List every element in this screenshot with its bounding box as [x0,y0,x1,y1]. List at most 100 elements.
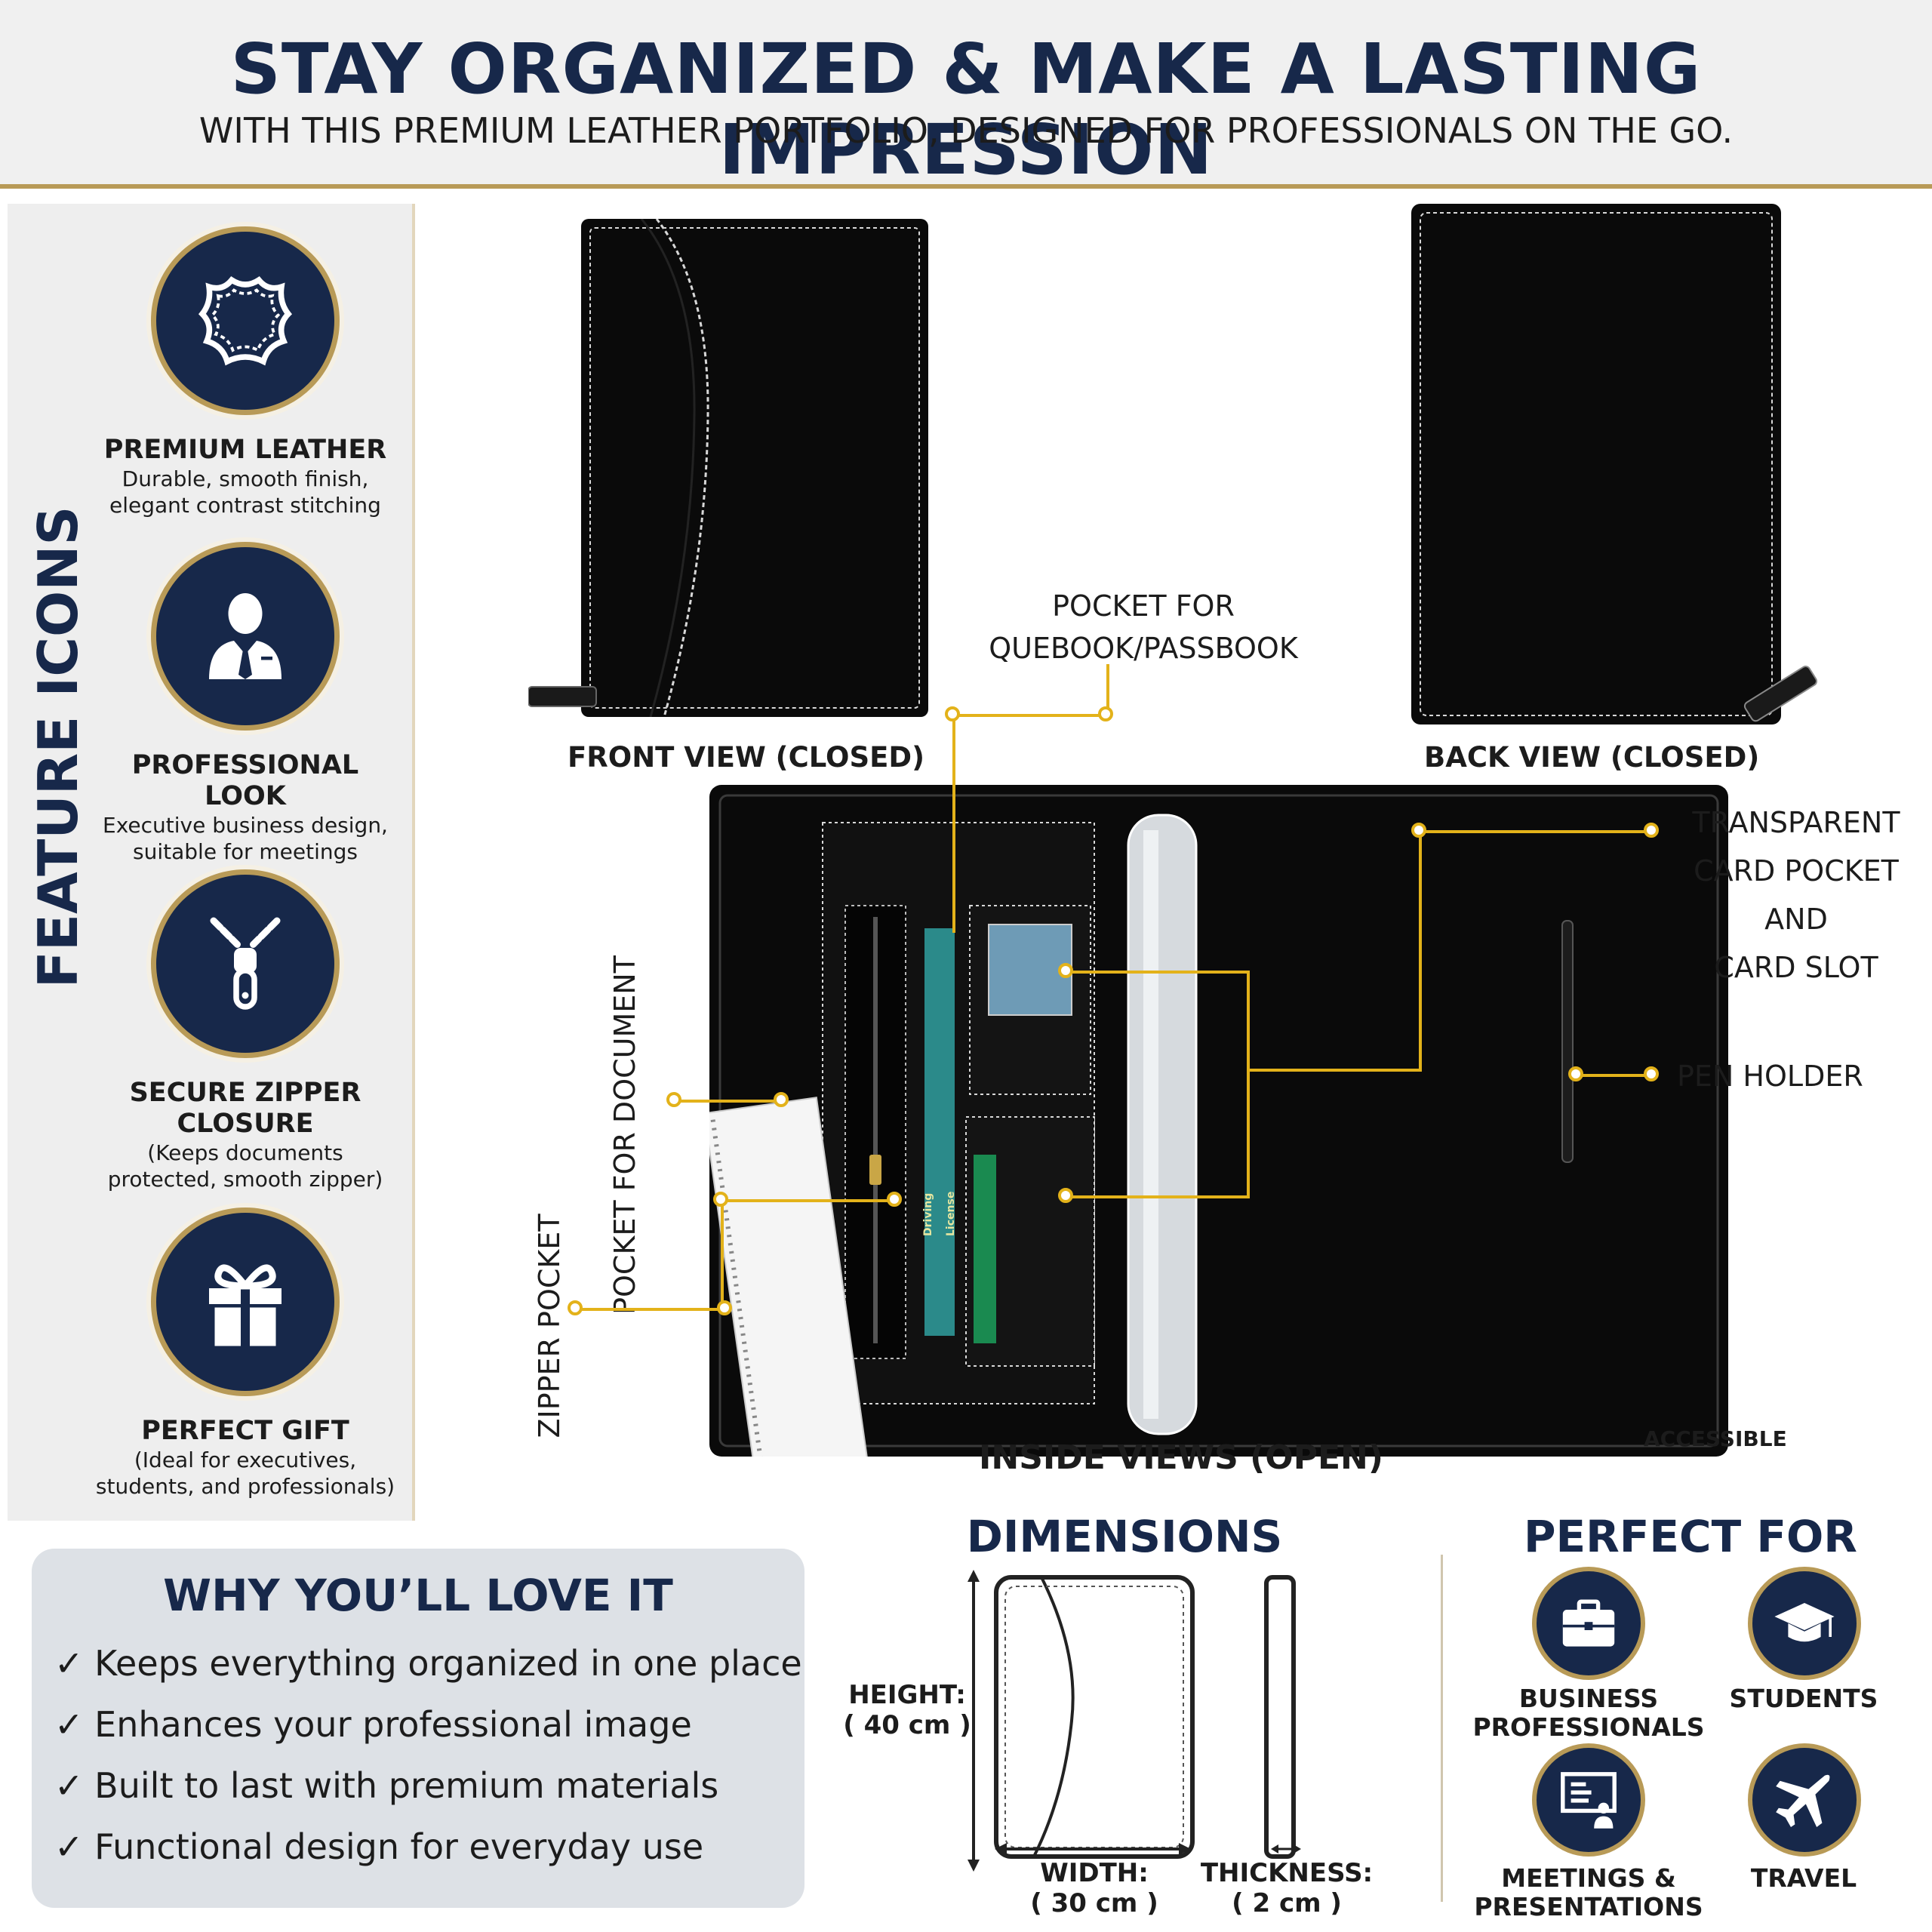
callout-text: QUEBOOK/PASSBOOK [989,632,1298,665]
width-arrow [995,1841,1191,1857]
callout-line [1419,830,1422,1070]
callout-dot [1098,706,1113,721]
callout-dot [713,1192,728,1207]
why-box [32,1549,804,1908]
callout-quebook: POCKET FOR QUEBOOK/PASSBOOK [985,585,1302,669]
callout-line [721,1199,894,1202]
dim-text: THICKNESS: [1200,1858,1374,1888]
feature-title: PREMIUM LEATHER [103,435,387,465]
callout-dot [1644,823,1659,838]
width-label: WIDTH: ( 30 cm ) [1011,1858,1177,1918]
inside-view-label: INSIDE VIEWS (OPEN) [979,1438,1383,1477]
callout-line [721,1199,724,1309]
callout-dot [1644,1066,1659,1081]
front-view-portfolio [528,218,936,718]
feature-desc-line: Durable, smooth finish, [122,466,369,491]
callout-line [674,1100,781,1103]
zipper-icon [151,869,340,1058]
callout-dot [887,1192,902,1207]
perfect-for-business: BUSINESS PROFESSIONALS [1472,1684,1706,1742]
feature-desc-line: students, and professionals) [95,1474,395,1499]
presentation-board-icon [1532,1743,1645,1857]
callout-line [1576,1074,1651,1077]
feature-desc-line: suitable for meetings [133,839,358,864]
inside-view-portfolio [703,785,1728,1488]
pf-text: PRESENTATIONS [1474,1892,1703,1921]
thickness-arrow [1271,1841,1301,1857]
feature-professional-look: PROFESSIONAL LOOK Executive business des… [91,542,400,865]
why-item: ✓ Keeps everything organized in one plac… [54,1643,802,1684]
callout-line [575,1308,723,1311]
perfect-for-travel: TRAVEL [1750,1863,1857,1893]
pf-text: MEETINGS & [1501,1863,1676,1893]
dim-text: WIDTH: [1040,1858,1149,1888]
businessman-icon [151,542,340,731]
callout-dot [666,1092,681,1107]
callout-line [1066,971,1250,974]
callout-text: AND [1764,903,1828,936]
callout-dot [1411,823,1426,838]
feature-title-line: LOOK [205,781,286,811]
page-subtitle: WITH THIS PREMIUM LEATHER PORTFOLIO, DES… [198,110,1734,151]
feature-title: PERFECT GIFT [141,1416,349,1446]
why-item: ✓ Functional design for everyday use [54,1826,703,1867]
back-view-portfolio [1411,204,1834,732]
front-view-label: FRONT VIEW (CLOSED) [568,741,924,774]
callout-zipper-pocket: ZIPPER POCKET [533,1214,566,1438]
accessible-label: ACCESSIBLE [1644,1426,1787,1451]
feature-title: SECURE ZIPPER CLOSURE [91,1078,400,1140]
callout-text: CARD SLOT [1714,951,1878,984]
callout-line [1419,830,1651,833]
why-item-text: Enhances your professional image [94,1704,692,1745]
perfect-for-title: PERFECT FOR [1524,1511,1857,1562]
feature-secure-zipper: SECURE ZIPPER CLOSURE (Keeps documents p… [91,869,400,1192]
thickness-label: THICKNESS: ( 2 cm ) [1200,1858,1374,1918]
feature-desc-line: elegant contrast stitching [109,493,381,518]
briefcase-icon [1532,1567,1645,1680]
callout-dot [717,1300,732,1315]
check-icon: ✓ [54,1765,84,1806]
check-icon: ✓ [54,1826,84,1867]
dim-text: ( 30 cm ) [1030,1888,1158,1918]
graduation-cap-icon [1748,1567,1861,1680]
feature-title-line: SECURE ZIPPER [129,1078,361,1108]
callout-line [952,714,1108,717]
callout-dot [568,1300,583,1315]
feature-premium-leather: PREMIUM LEATHER Durable, smooth finish, … [91,226,400,518]
header-banner [0,0,1932,189]
gift-icon [151,1208,340,1396]
callout-text: TRANSPARENT [1692,806,1900,839]
back-view-label: BACK VIEW (CLOSED) [1424,741,1760,774]
callout-transparent-pocket: TRANSPARENT CARD POCKET AND CARD SLOT [1668,798,1924,992]
pf-text: PROFESSIONALS [1472,1712,1705,1742]
callout-dot [774,1092,789,1107]
callout-pen-holder: PEN HOLDER [1677,1060,1863,1093]
callout-dot [1058,1188,1073,1203]
check-icon: ✓ [54,1704,84,1745]
callout-dot [1058,963,1073,978]
perfect-for-students: STUDENTS [1729,1684,1878,1713]
why-item: ✓ Enhances your professional image [54,1704,692,1745]
why-item-text: Keeps everything organized in one place [94,1643,802,1684]
why-title: WHY YOU’LL LOVE IT [163,1570,673,1621]
page-title: STAY ORGANIZED & MAKE A LASTING IMPRESSI… [230,29,1702,190]
section-divider [1441,1555,1443,1902]
feature-desc-line: (Ideal for executives, [134,1447,357,1472]
callout-document-pocket: POCKET FOR DOCUMENT [608,955,641,1315]
feature-desc-line: protected, smooth zipper) [107,1167,383,1192]
feature-title: PROFESSIONAL LOOK [91,750,400,812]
callout-dot [945,706,960,721]
callout-line [1106,664,1109,715]
dimensions-diagram [958,1570,1351,1872]
why-item-text: Functional design for everyday use [94,1826,704,1867]
leather-hide-icon [151,226,340,415]
callout-text: POCKET FOR [1052,589,1235,623]
dim-text: ( 2 cm ) [1232,1888,1342,1918]
feature-desc-line: (Keeps documents [147,1140,343,1165]
callout-line [1066,1195,1250,1198]
sidebar-title: FEATURE ICONS [26,506,90,989]
feature-title-line: PROFESSIONAL [131,750,359,780]
callout-line [1249,1069,1422,1072]
driving-license-label: Driving License [922,1191,957,1236]
dim-text: ( 40 cm ) [843,1710,971,1740]
